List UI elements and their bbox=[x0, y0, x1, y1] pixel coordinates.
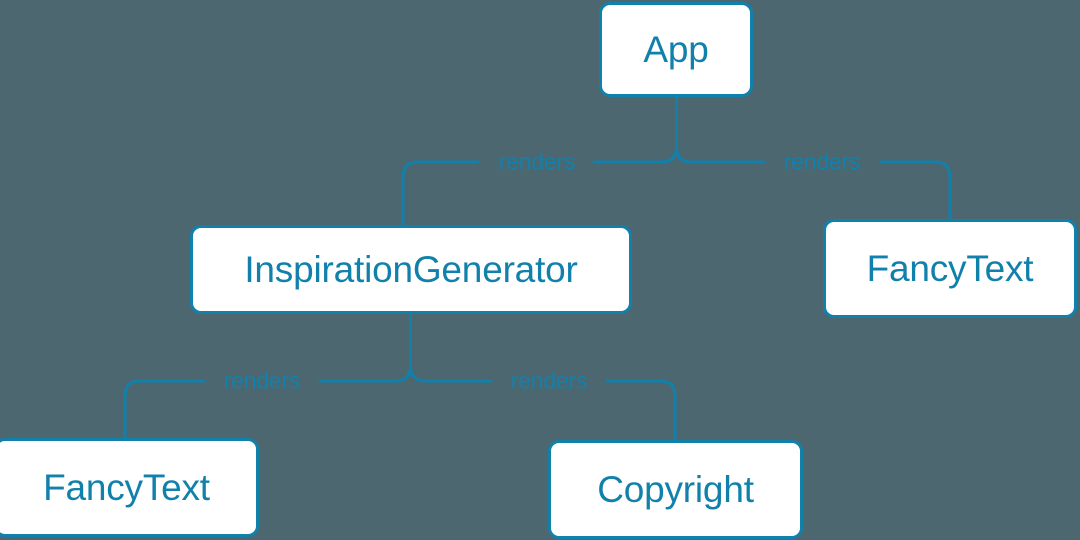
node-inspiration-generator[interactable]: InspirationGenerator bbox=[190, 225, 632, 314]
node-fancytext-right[interactable]: FancyText bbox=[823, 219, 1077, 318]
node-copyright-label: Copyright bbox=[597, 468, 754, 510]
node-fancytext-right-label: FancyText bbox=[866, 247, 1034, 289]
node-app-label: App bbox=[643, 28, 709, 70]
edge-label-app-to-fancytext-right: renders bbox=[772, 150, 872, 174]
edge-label-inspiration-generator-to-fancytext-left: renders bbox=[212, 369, 312, 393]
edge-label-inspiration-generator-to-copyright: renders bbox=[499, 369, 599, 393]
node-copyright[interactable]: Copyright bbox=[548, 440, 803, 539]
node-app[interactable]: App bbox=[599, 2, 753, 97]
node-fancytext-left-label: FancyText bbox=[43, 466, 210, 508]
node-inspiration-generator-label: InspirationGenerator bbox=[244, 248, 578, 290]
node-fancytext-left[interactable]: FancyText bbox=[0, 438, 259, 537]
edge-label-app-to-inspiration-generator: renders bbox=[487, 150, 587, 174]
